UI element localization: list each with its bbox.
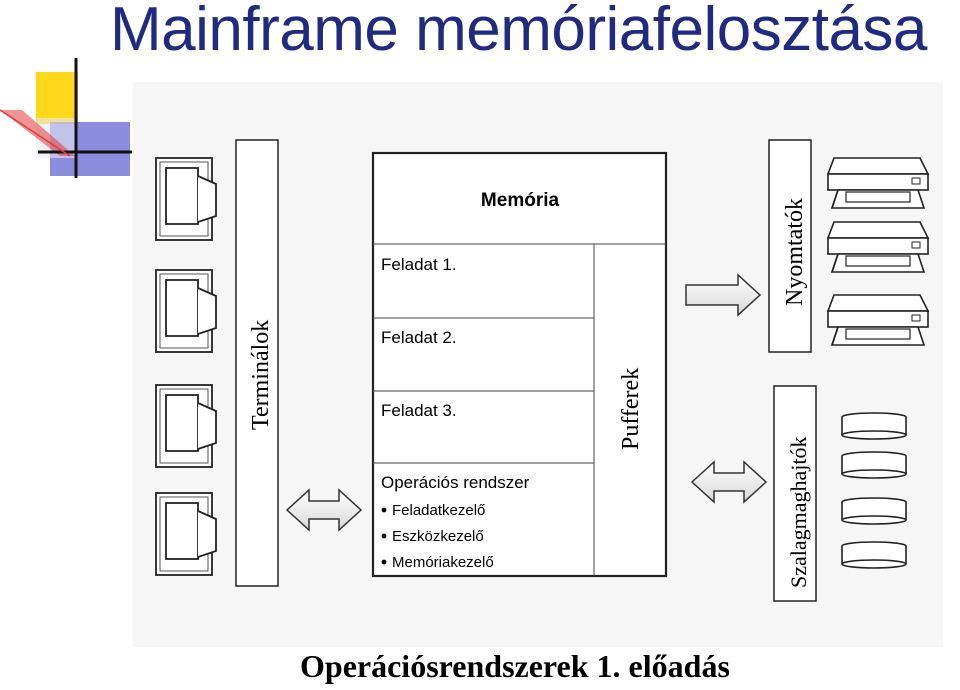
terminal-icon [155, 157, 217, 241]
terminal-icon [155, 384, 217, 468]
terminals-bar [235, 139, 279, 587]
terminal-icon [155, 269, 217, 353]
printer-icon [827, 221, 929, 273]
printers-bar [768, 139, 812, 353]
tape-drive-icon [841, 541, 907, 569]
os-item-task-manager: Feladatkezelő [392, 502, 485, 519]
task-1-label: Feladat 1. [381, 255, 457, 274]
tape-drives-label: Szalagmaghajtók [786, 436, 811, 588]
bullet-icon [381, 533, 387, 539]
bullet-icon [381, 559, 387, 565]
corner-decoration [0, 58, 132, 178]
terminal-icon [155, 492, 217, 576]
tape-drive-icon [841, 412, 907, 440]
printer-icon [827, 294, 929, 346]
tape-drive-icon [841, 451, 907, 479]
tape-drive-icon [841, 497, 907, 525]
os-label: Operációs rendszer [381, 473, 530, 492]
double-arrow-icon [691, 461, 767, 503]
task-2-label: Feladat 2. [381, 328, 457, 347]
right-arrow-icon [685, 273, 762, 317]
double-arrow-icon [286, 489, 362, 531]
printers-label: Nyomtatók [782, 198, 808, 306]
os-item-memory-manager: Memóriakezelő [392, 554, 494, 571]
printer-icon [827, 157, 929, 209]
slide-title: Mainframe memóriafelosztása [110, 0, 927, 64]
os-item-device-manager: Eszközkezelő [392, 528, 484, 545]
memory-title: Memória [481, 190, 560, 211]
tape-drives-bar [773, 385, 817, 602]
footer-caption: Operációsrendszerek 1. előadás [300, 648, 730, 684]
task-3-label: Feladat 3. [381, 401, 457, 420]
terminals-label: Terminálok [248, 320, 274, 430]
memory-block [371, 151, 668, 578]
bullet-icon [381, 507, 387, 513]
buffers-label: Pufferek [618, 368, 644, 450]
